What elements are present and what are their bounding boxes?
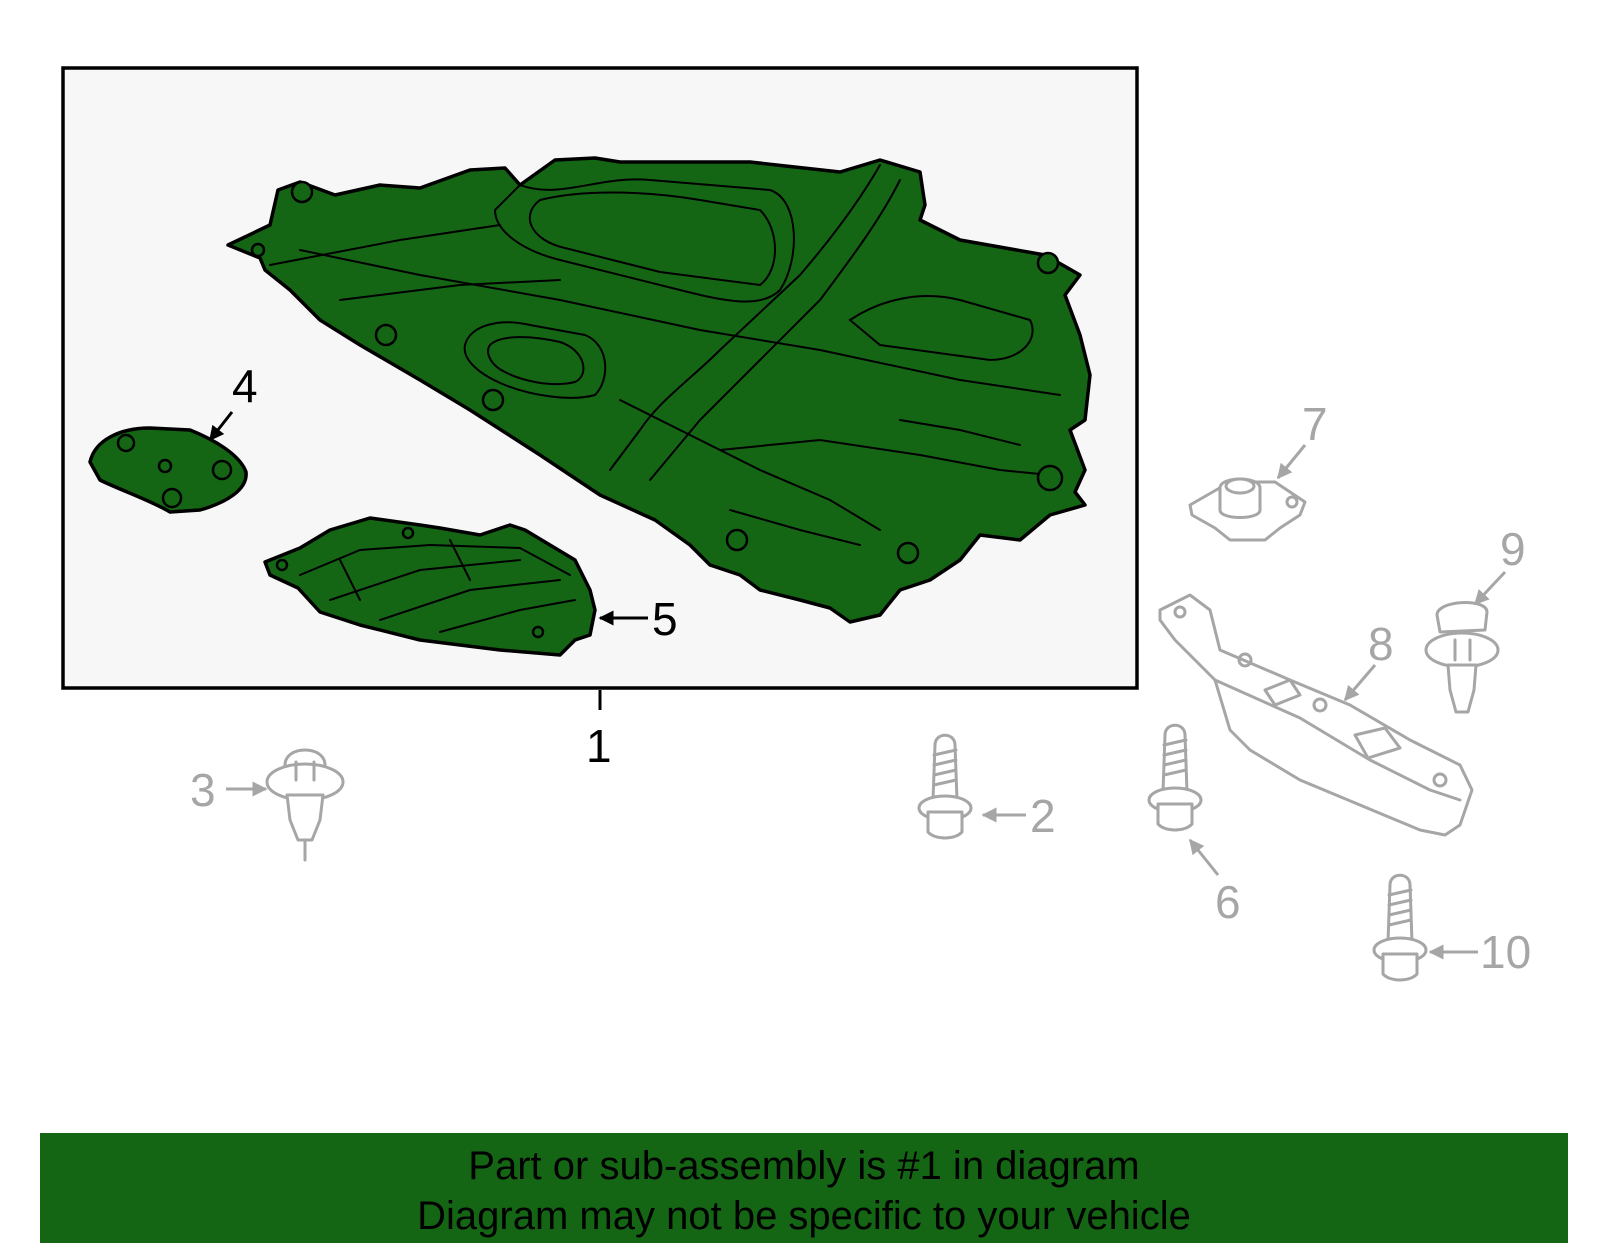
callout-9: 9 bbox=[1500, 523, 1526, 575]
banner-line-2: Diagram may not be specific to your vehi… bbox=[417, 1194, 1191, 1238]
callout-2: 2 bbox=[1030, 790, 1056, 842]
leader-8 bbox=[1343, 664, 1377, 702]
callout-6: 6 bbox=[1215, 876, 1241, 928]
clip-9[interactable] bbox=[1424, 601, 1500, 714]
callout-7: 7 bbox=[1302, 398, 1328, 450]
info-banner: Part or sub-assembly is #1 in diagram Di… bbox=[40, 1133, 1568, 1243]
leader-7 bbox=[1276, 444, 1307, 480]
leader-4 bbox=[208, 411, 234, 442]
small-cover-plate[interactable] bbox=[88, 426, 248, 514]
main-under-cover[interactable] bbox=[226, 156, 1092, 624]
leader-9 bbox=[1473, 570, 1507, 606]
bolt-6[interactable] bbox=[1147, 723, 1203, 832]
lower-cover-panel[interactable] bbox=[263, 516, 597, 657]
banner-line-1: Part or sub-assembly is #1 in diagram bbox=[468, 1144, 1140, 1188]
callout-5: 5 bbox=[652, 593, 678, 645]
bolt-2[interactable] bbox=[917, 733, 973, 840]
bracket-8[interactable] bbox=[1158, 593, 1474, 837]
callout-8: 8 bbox=[1368, 618, 1394, 670]
leader-6 bbox=[1188, 838, 1220, 876]
callout-4: 4 bbox=[232, 360, 258, 412]
callout-3: 3 bbox=[190, 764, 216, 816]
bolt-10[interactable] bbox=[1372, 873, 1428, 982]
push-clip-3[interactable] bbox=[265, 748, 345, 862]
callout-1: 1 bbox=[586, 720, 612, 772]
callout-10: 10 bbox=[1480, 926, 1531, 978]
mount-bushing-7[interactable] bbox=[1188, 477, 1307, 542]
